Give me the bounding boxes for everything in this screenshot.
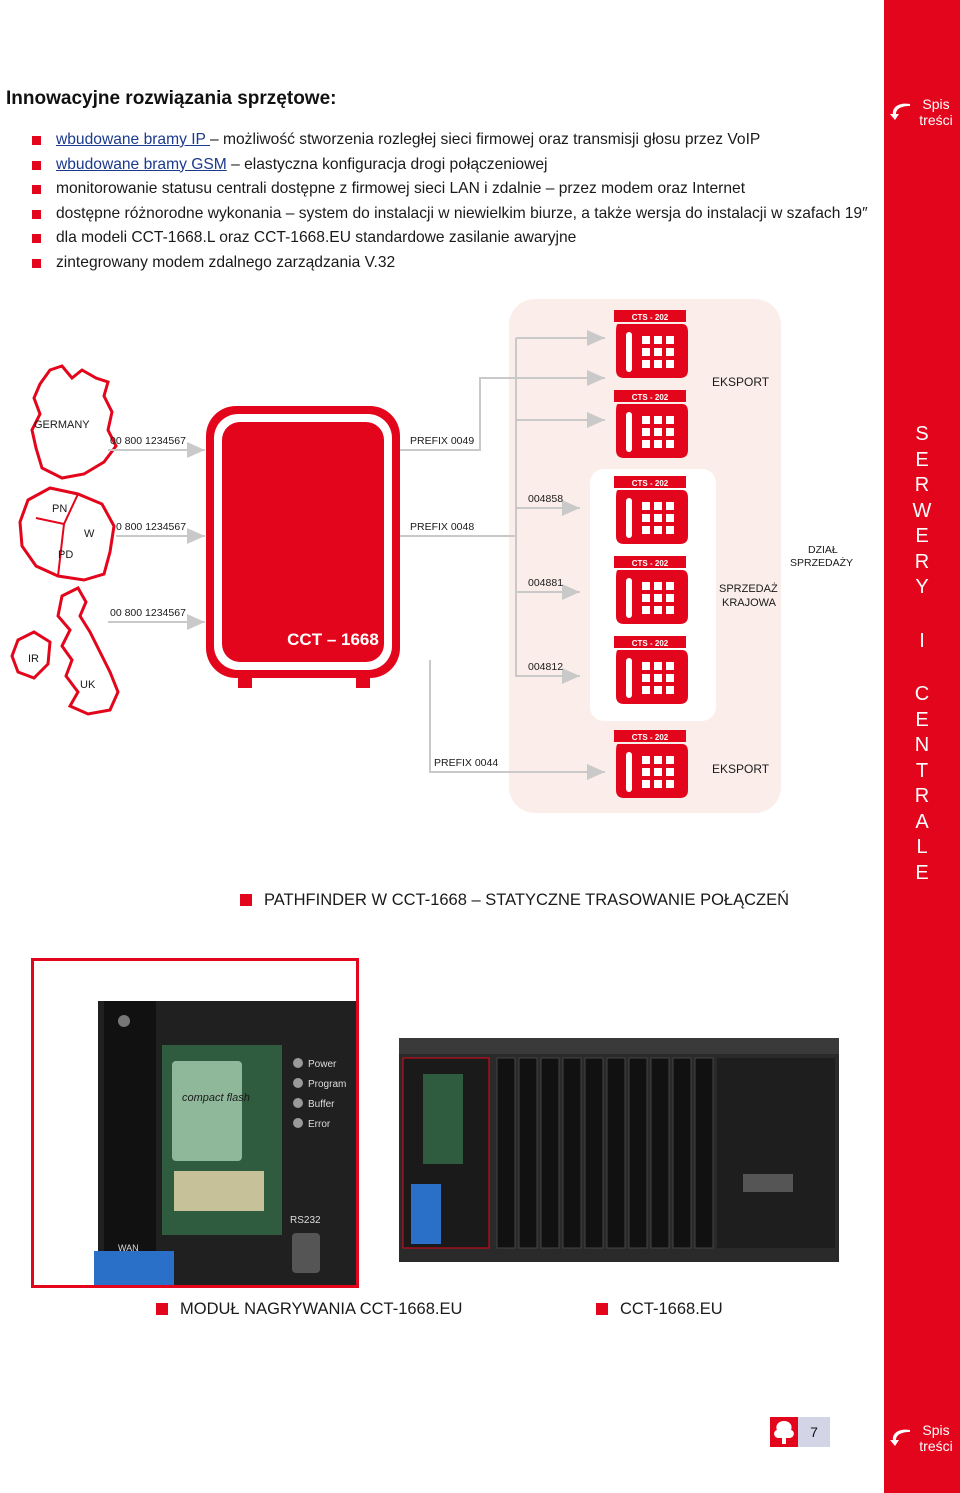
vertical-letter: R — [914, 474, 930, 496]
page-number: 7 — [798, 1417, 830, 1447]
led-label: Program — [308, 1079, 346, 1090]
led-label: Buffer — [308, 1099, 335, 1110]
return-arrow-icon — [890, 103, 910, 120]
module-illustration: compact flash Power Program Buffer Error… — [34, 961, 356, 1285]
prefix-label: PREFIX 0049 — [410, 435, 474, 447]
led-label: Power — [308, 1059, 337, 1070]
list-item: wbudowane bramy IP – możliwość stworzeni… — [32, 128, 872, 153]
vertical-letter: E — [915, 708, 929, 731]
extension-label: 004881 — [528, 577, 563, 589]
extension-label: 004812 — [528, 661, 563, 673]
phone-icon: CTS - 202 — [614, 476, 688, 544]
vertical-section-title: S E R W E R Y I C E N T R A L E — [884, 422, 960, 886]
vertical-letter: E — [915, 448, 929, 471]
card-label: compact flash — [182, 1092, 250, 1104]
list-item: zintegrowany modem zdalnego zarządzania … — [32, 251, 872, 276]
wan-label: WAN — [118, 1243, 139, 1253]
vertical-letter: I — [919, 629, 925, 652]
phone-icon: CTS - 202 — [614, 310, 688, 378]
vertical-letter: Y — [915, 576, 929, 598]
toc-link-bottom[interactable]: Spis treści — [884, 1418, 960, 1458]
pathfinder-caption: PATHFINDER W CCT-1668 – STATYCZNE TRASOW… — [240, 891, 789, 910]
group-eksport-top: EKSPORT — [712, 375, 770, 389]
germany-map — [30, 364, 118, 480]
routing-diagram: GERMANY PN W PD IR UK 00 800 1234567 0 8… — [10, 299, 853, 813]
uk-map — [10, 586, 120, 716]
prefix-label: PREFIX 0048 — [410, 521, 474, 533]
svg-text:CTS - 202: CTS - 202 — [632, 393, 669, 402]
svg-text:CTS - 202: CTS - 202 — [632, 479, 669, 488]
feature-list: wbudowane bramy IP – możliwość stworzeni… — [32, 128, 872, 276]
vertical-letter: E — [915, 525, 929, 547]
toc-line2: treści — [919, 1438, 953, 1454]
svg-text:CTS - 202: CTS - 202 — [632, 313, 669, 322]
vertical-letter: R — [914, 550, 930, 573]
label-ir: IR — [28, 653, 39, 665]
label-pn: PN — [52, 503, 67, 515]
vertical-letter: W — [912, 499, 932, 522]
phone-icon: CTS - 202 — [614, 730, 688, 798]
return-arrow-icon — [890, 1429, 910, 1446]
phone-icon: CTS - 202 — [614, 636, 688, 704]
svg-text:CTS - 202: CTS - 202 — [632, 733, 669, 742]
incoming-number: 00 800 1234567 — [110, 435, 186, 447]
label-germany: GERMANY — [34, 419, 90, 431]
label-uk: UK — [80, 679, 96, 691]
list-item: dostępne różnorodne wykonania – system d… — [32, 202, 872, 227]
prefix-label: PREFIX 0044 — [434, 757, 498, 769]
toc-line1: Spis — [922, 1422, 950, 1438]
tree-logo-icon — [770, 1417, 798, 1447]
list-item: dla modeli CCT-1668.L oraz CCT-1668.EU s… — [32, 226, 872, 251]
rack-photo — [399, 1038, 839, 1262]
toc-line2: treści — [919, 112, 953, 128]
incoming-number: 00 800 1234567 — [110, 607, 186, 619]
svg-text:CTS - 202: CTS - 202 — [632, 639, 669, 648]
incoming-number: 0 800 1234567 — [116, 521, 186, 533]
led-label: Error — [308, 1119, 331, 1130]
page-number-box: 7 — [770, 1417, 830, 1447]
recording-module-caption: MODUŁ NAGRYWANIA CCT-1668.EU — [156, 1300, 462, 1319]
ip-gateway-link[interactable]: wbudowane bramy IP — [56, 131, 211, 148]
list-item: monitorowanie statusu centrali dostępne … — [32, 177, 872, 202]
vertical-letter: L — [916, 836, 928, 858]
poland-map — [18, 486, 116, 582]
label-w: W — [84, 528, 95, 540]
extension-label: 004858 — [528, 493, 563, 505]
phone-icon: CTS - 202 — [614, 390, 688, 458]
group-eksport-bottom: EKSPORT — [712, 762, 770, 776]
cct-device: CCT – 1668 — [206, 406, 400, 688]
label-pd: PD — [58, 549, 73, 561]
vertical-letter: N — [914, 734, 930, 756]
toc-link-top[interactable]: Spis treści — [884, 92, 960, 132]
list-item: wbudowane bramy GSM – elastyczna konfigu… — [32, 153, 872, 178]
sidebar: Spis treści S E R W E R Y I C E N T R A … — [884, 0, 960, 1493]
port-label: RS232 — [290, 1215, 321, 1226]
vertical-letter: T — [915, 759, 929, 782]
recording-module-photo: compact flash Power Program Buffer Error… — [31, 958, 359, 1288]
vertical-letter: S — [915, 423, 929, 445]
toc-line1: Spis — [922, 96, 950, 112]
gsm-gateway-link[interactable]: wbudowane bramy GSM — [56, 155, 227, 173]
vertical-letter: C — [914, 683, 930, 705]
svg-text:CTS - 202: CTS - 202 — [632, 559, 669, 568]
page-heading: Innowacyjne rozwiązania sprzętowe: — [6, 88, 337, 109]
vertical-letter: R — [914, 785, 930, 807]
cct-caption: CCT-1668.EU — [596, 1300, 723, 1319]
phone-icon: CTS - 202 — [614, 556, 688, 624]
vertical-letter: E — [915, 861, 929, 884]
device-label: CCT – 1668 — [287, 630, 379, 649]
vertical-letter: A — [915, 810, 929, 833]
